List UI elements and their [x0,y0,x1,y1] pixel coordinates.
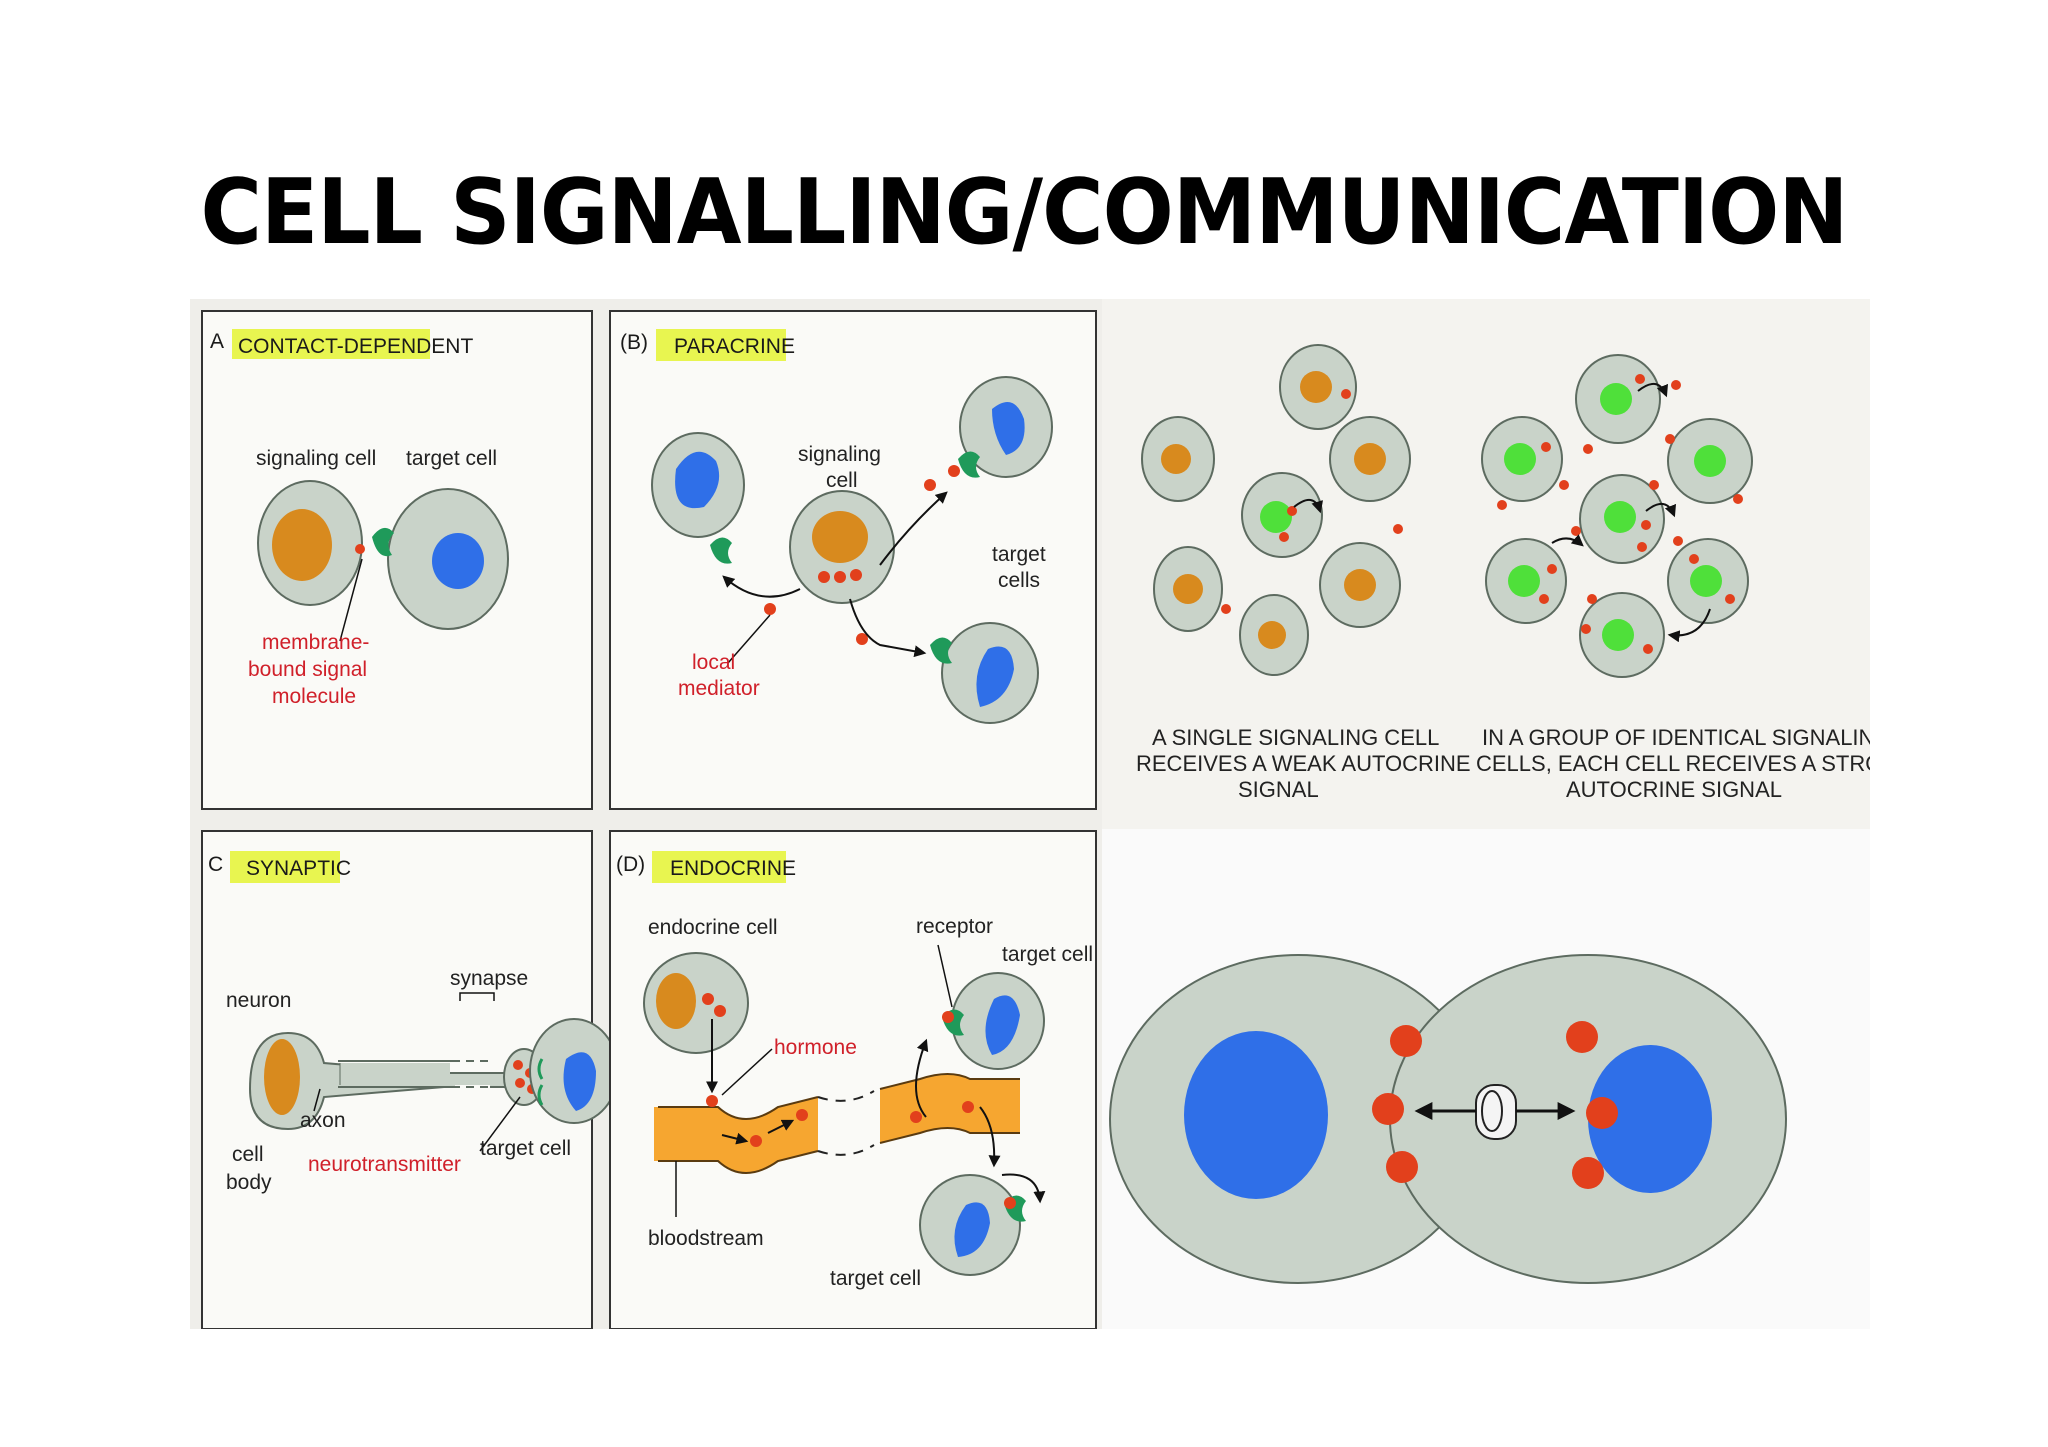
signaling-cell-nucleus [272,509,332,581]
panel-endocrine: (D) ENDOCRINE endocrine cell receptor ta… [609,830,1097,1329]
membrane-label-1: membrane- [262,631,369,654]
signaling-cell-label: signaling cell [256,447,376,470]
local-mediator-label-2: mediator [678,677,760,700]
panel-b-heading-highlight [656,329,786,361]
panel-d-heading-highlight [652,851,786,883]
endocrine-cell-label: endocrine cell [648,916,778,939]
panel-d-heading: ENDOCRINE [670,857,796,880]
target-cell-label: target cell [406,447,497,470]
signaling-cell-label-2: cell [826,469,858,492]
membrane-label-3: molecule [272,685,356,708]
target-cells-label-1: target [992,543,1046,566]
slide-title: CELL SIGNALLING/COMMUNICATION [200,160,1848,265]
membrane-signal-dot [355,544,365,554]
group-caption-1: IN A GROUP OF IDENTICAL SIGNALING [1482,725,1870,750]
group-caption-3: AUTOCRINE SIGNAL [1566,777,1782,802]
panel-a-letter: A [210,330,224,353]
target-cell-top-label: target cell [1002,943,1093,966]
bloodstream-right [880,1074,1020,1143]
single-cell-caption-1: A SINGLE SIGNALING CELL [1152,725,1439,750]
cell-body-label-2: body [226,1171,272,1194]
neuron-label: neuron [226,989,291,1012]
axon-label: axon [300,1109,346,1132]
single-cell-caption-2: RECEIVES A WEAK AUTOCRINE [1136,751,1471,776]
panel-contact-dependent: A CONTACT-DEPENDENT signaling cell targe… [201,310,593,810]
target-cell-bottom-label: target cell [830,1267,921,1290]
panel-b-heading: PARACRINE [674,335,795,358]
panel-b-letter: (B) [620,331,648,354]
receptor-icon [372,527,394,557]
bloodstream-label: bloodstream [648,1227,764,1250]
panel-d-letter: (D) [616,853,645,876]
synapse-label: synapse [450,967,528,990]
signaling-cell-label-1: signaling [798,443,881,466]
neurotransmitter-label: neurotransmitter [308,1153,461,1176]
group-caption-2: CELLS, EACH CELL RECEIVES A STRONG [1476,751,1870,776]
panel-c-heading: SYNAPTIC [246,857,351,880]
gap-junction-diagram [1109,954,1787,1284]
cell-body-label-1: cell [232,1143,264,1166]
membrane-label-2: bound signal [248,658,367,681]
autocrine-group-cells: IN A GROUP OF IDENTICAL SIGNALING CELLS,… [1476,354,1870,802]
panel-c-letter: C [208,853,223,876]
synaptic-target-cell-label: target cell [480,1137,571,1160]
target-cell-nucleus [432,533,484,589]
panel-a-heading-highlight [232,329,430,359]
local-mediator-label-1: local [692,651,735,674]
panel-paracrine: (B) PARACRINE signaling cell local media… [609,310,1097,810]
receptor-label: receptor [916,915,993,938]
panel-c-heading-highlight [230,851,340,883]
panel-synaptic: C SYNAPTIC neuron synapse axon cell body… [201,830,619,1329]
single-cell-caption-3: SIGNAL [1238,777,1319,802]
autocrine-single-cell: A SINGLE SIGNALING CELL RECEIVES A WEAK … [1136,344,1471,802]
hormone-label: hormone [774,1036,857,1059]
target-cells-label-2: cells [998,569,1040,592]
cell-signalling-figure: A CONTACT-DEPENDENT signaling cell targe… [190,299,1870,1329]
panel-a-heading: CONTACT-DEPENDENT [238,335,473,358]
